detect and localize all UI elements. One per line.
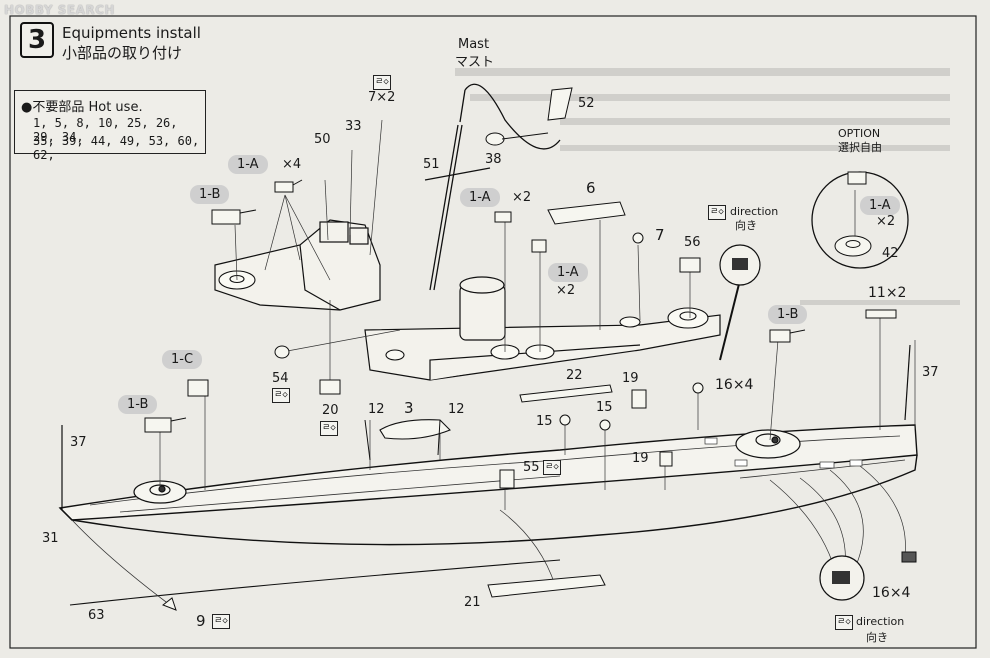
part-55: 55 [523,460,540,475]
part-42: 42 [882,246,899,261]
callout-1b-rear: 1-B [768,305,808,324]
part-21: 21 [464,595,481,610]
callout-1a-option-qty: ×2 [876,214,896,229]
callout-1a: 1-A [228,155,268,174]
callout-1a-mast: 1-A [460,188,500,207]
unused-parts-line-2: 35, 39, 44, 49, 53, 60, 62, [33,134,200,162]
part-7x2: 7×2 [368,90,396,105]
part-15-right: 15 [596,400,613,415]
part-54: 54 [272,371,289,386]
part-16x4-upper: 16×4 [715,377,754,393]
step-title-en: Equipments install [62,24,201,42]
mast-label-en: Mast [458,37,490,52]
part-52: 52 [578,96,595,111]
callout-1a-qty: ×4 [282,157,302,172]
part-9-icon: ㄹ◇ [212,614,230,629]
direction-label-ja: 向き [735,219,757,232]
unused-parts-box: ●不要部品 Hot use. 1, 5, 8, 10, 25, 26, 29, … [14,90,206,162]
callout-1a-mid-qty: ×2 [556,283,576,298]
part-56: 56 [684,235,701,250]
option-label-en: OPTION [838,127,881,140]
part-19-upper: 19 [622,371,639,386]
part-11x2: 11×2 [868,285,907,301]
part-33: 33 [345,119,362,134]
callout-1b-fwd: 1-B [118,395,158,414]
direction-icon: ㄹ◇ [708,205,726,220]
step-number: 3 [20,22,54,58]
part-22: 22 [566,368,583,383]
callout-1a-option: 1-A [860,196,900,215]
part-38: 38 [485,152,502,167]
mast-label-ja: マスト [455,55,495,70]
part-12-left: 12 [368,402,385,417]
callout-1a-mid: 1-A [548,263,588,282]
direction-label-ja-bottom: 向き [866,631,888,644]
hull [58,424,918,546]
step-title-ja: 小部品の取り付け [62,44,183,62]
part-19-lower: 19 [632,451,649,466]
part-51: 51 [423,157,440,172]
unused-parts-line-1: 1, 5, 8, 10, 25, 26, 29, 34, [33,116,178,144]
part-12-right: 12 [448,402,465,417]
direction-icon: ㄹ◇ [835,615,853,630]
direction-label-en-bottom: direction [856,615,905,628]
unused-parts-title: ●不要部品 Hot use. [21,100,143,115]
part-16x4-lower: 16×4 [872,585,911,601]
callout-1b: 1-B [190,185,230,204]
callout-1c: 1-C [162,350,203,369]
part-31: 31 [42,531,59,546]
part-50: 50 [314,132,331,147]
direction-label-en: direction [730,205,779,218]
part-7: 7 [655,226,665,244]
part-54-icon: ㄹ◇ [272,388,290,403]
part-20: 20 [322,403,339,418]
option-label-ja: 選択自由 [838,141,882,154]
watermark-logo: HOBBY SEARCH [4,3,115,17]
part-3: 3 [404,399,414,417]
part-6: 6 [586,179,596,197]
part-55-icon: ㄹ◇ [543,460,561,475]
part-63: 63 [88,608,105,623]
part-9: 9 [196,612,206,630]
callout-1a-mast-qty: ×2 [512,190,532,205]
part-37-rear: 37 [922,365,939,380]
part-37-bow: 37 [70,435,87,450]
part-15-left: 15 [536,414,553,429]
part-20-icon: ㄹ◇ [320,421,338,436]
part-7-icon: ㄹ◇ [373,75,391,90]
